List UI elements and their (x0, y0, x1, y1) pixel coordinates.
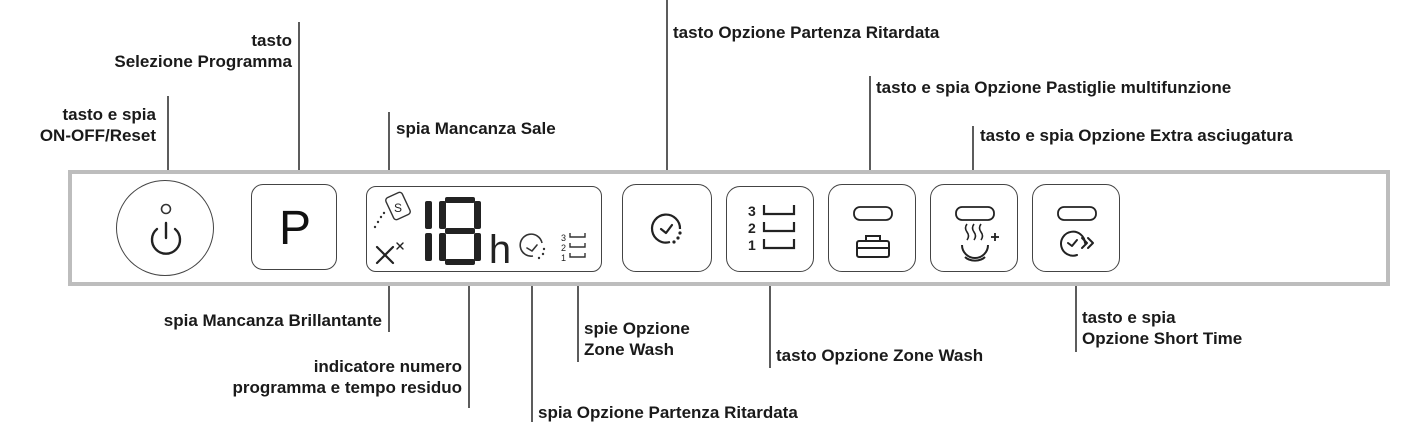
rinse-aid-warning-icon (375, 242, 404, 265)
display-digit-1 (425, 201, 432, 261)
label-short-time: tasto e spia Opzione Short Time (1082, 308, 1243, 348)
multifunction-tablet-icon (853, 206, 893, 258)
label-zone-wash-leds: spie Opzione Zone Wash (584, 319, 690, 359)
zone-wash-icon: 3 2 1 (748, 203, 796, 253)
label-extra-dry: tasto e spia Opzione Extra asciugatura (980, 126, 1293, 145)
zone-led-level-3: 3 (561, 233, 566, 243)
program-key: P (279, 202, 311, 255)
tablet-button[interactable] (828, 184, 916, 272)
label-tablet: tasto e spia Opzione Pastiglie multifunz… (876, 78, 1232, 97)
display-digit-8 (439, 197, 481, 265)
extra-drying-led (955, 206, 995, 221)
label-zone-wash-button: tasto Opzione Zone Wash (776, 346, 984, 365)
short-time-led (1057, 206, 1097, 221)
program-key-letter: P (279, 202, 311, 255)
label-salt: spia Mancanza Sale (396, 119, 556, 138)
zone-led-level-1: 1 (561, 253, 566, 263)
short-time-button[interactable] (1032, 184, 1120, 272)
program-display: S (366, 186, 602, 272)
salt-warning-icon: S (373, 191, 411, 229)
label-rinse-aid: spia Mancanza Brillantante (163, 311, 382, 330)
display-contents: S (373, 191, 586, 272)
delay-start-icon (650, 213, 682, 244)
zone-led-level-2: 2 (561, 243, 566, 253)
label-program: tasto Selezione Programma (114, 31, 292, 71)
program-select-button[interactable]: P (251, 184, 337, 270)
delay-start-led (519, 233, 543, 257)
power-icon (150, 203, 182, 255)
short-time-icon (1057, 206, 1097, 257)
salt-symbol: S (394, 201, 402, 215)
display-hours-unit: h (489, 228, 511, 272)
label-delay-button: tasto Opzione Partenza Ritardata (673, 23, 940, 42)
label-display-indicator: indicatore numero programma e tempo resi… (232, 357, 462, 397)
label-onoff: tasto e spia ON-OFF/Reset (39, 105, 156, 145)
tablet-led (853, 206, 893, 221)
zone-level-1: 1 (748, 237, 756, 253)
zone-level-2: 2 (748, 220, 756, 236)
delay-start-button[interactable] (622, 184, 712, 272)
delay-start-led-dots (537, 247, 546, 260)
zone-wash-leds: 3 2 1 (561, 233, 586, 263)
extra-drying-icon (955, 206, 999, 262)
extra-drying-button[interactable] (930, 184, 1018, 272)
onoff-reset-button[interactable] (116, 180, 214, 276)
zone-wash-button[interactable]: 3 2 1 (726, 186, 814, 272)
label-delay-led: spia Opzione Partenza Ritardata (538, 403, 798, 422)
zone-level-3: 3 (748, 203, 756, 219)
